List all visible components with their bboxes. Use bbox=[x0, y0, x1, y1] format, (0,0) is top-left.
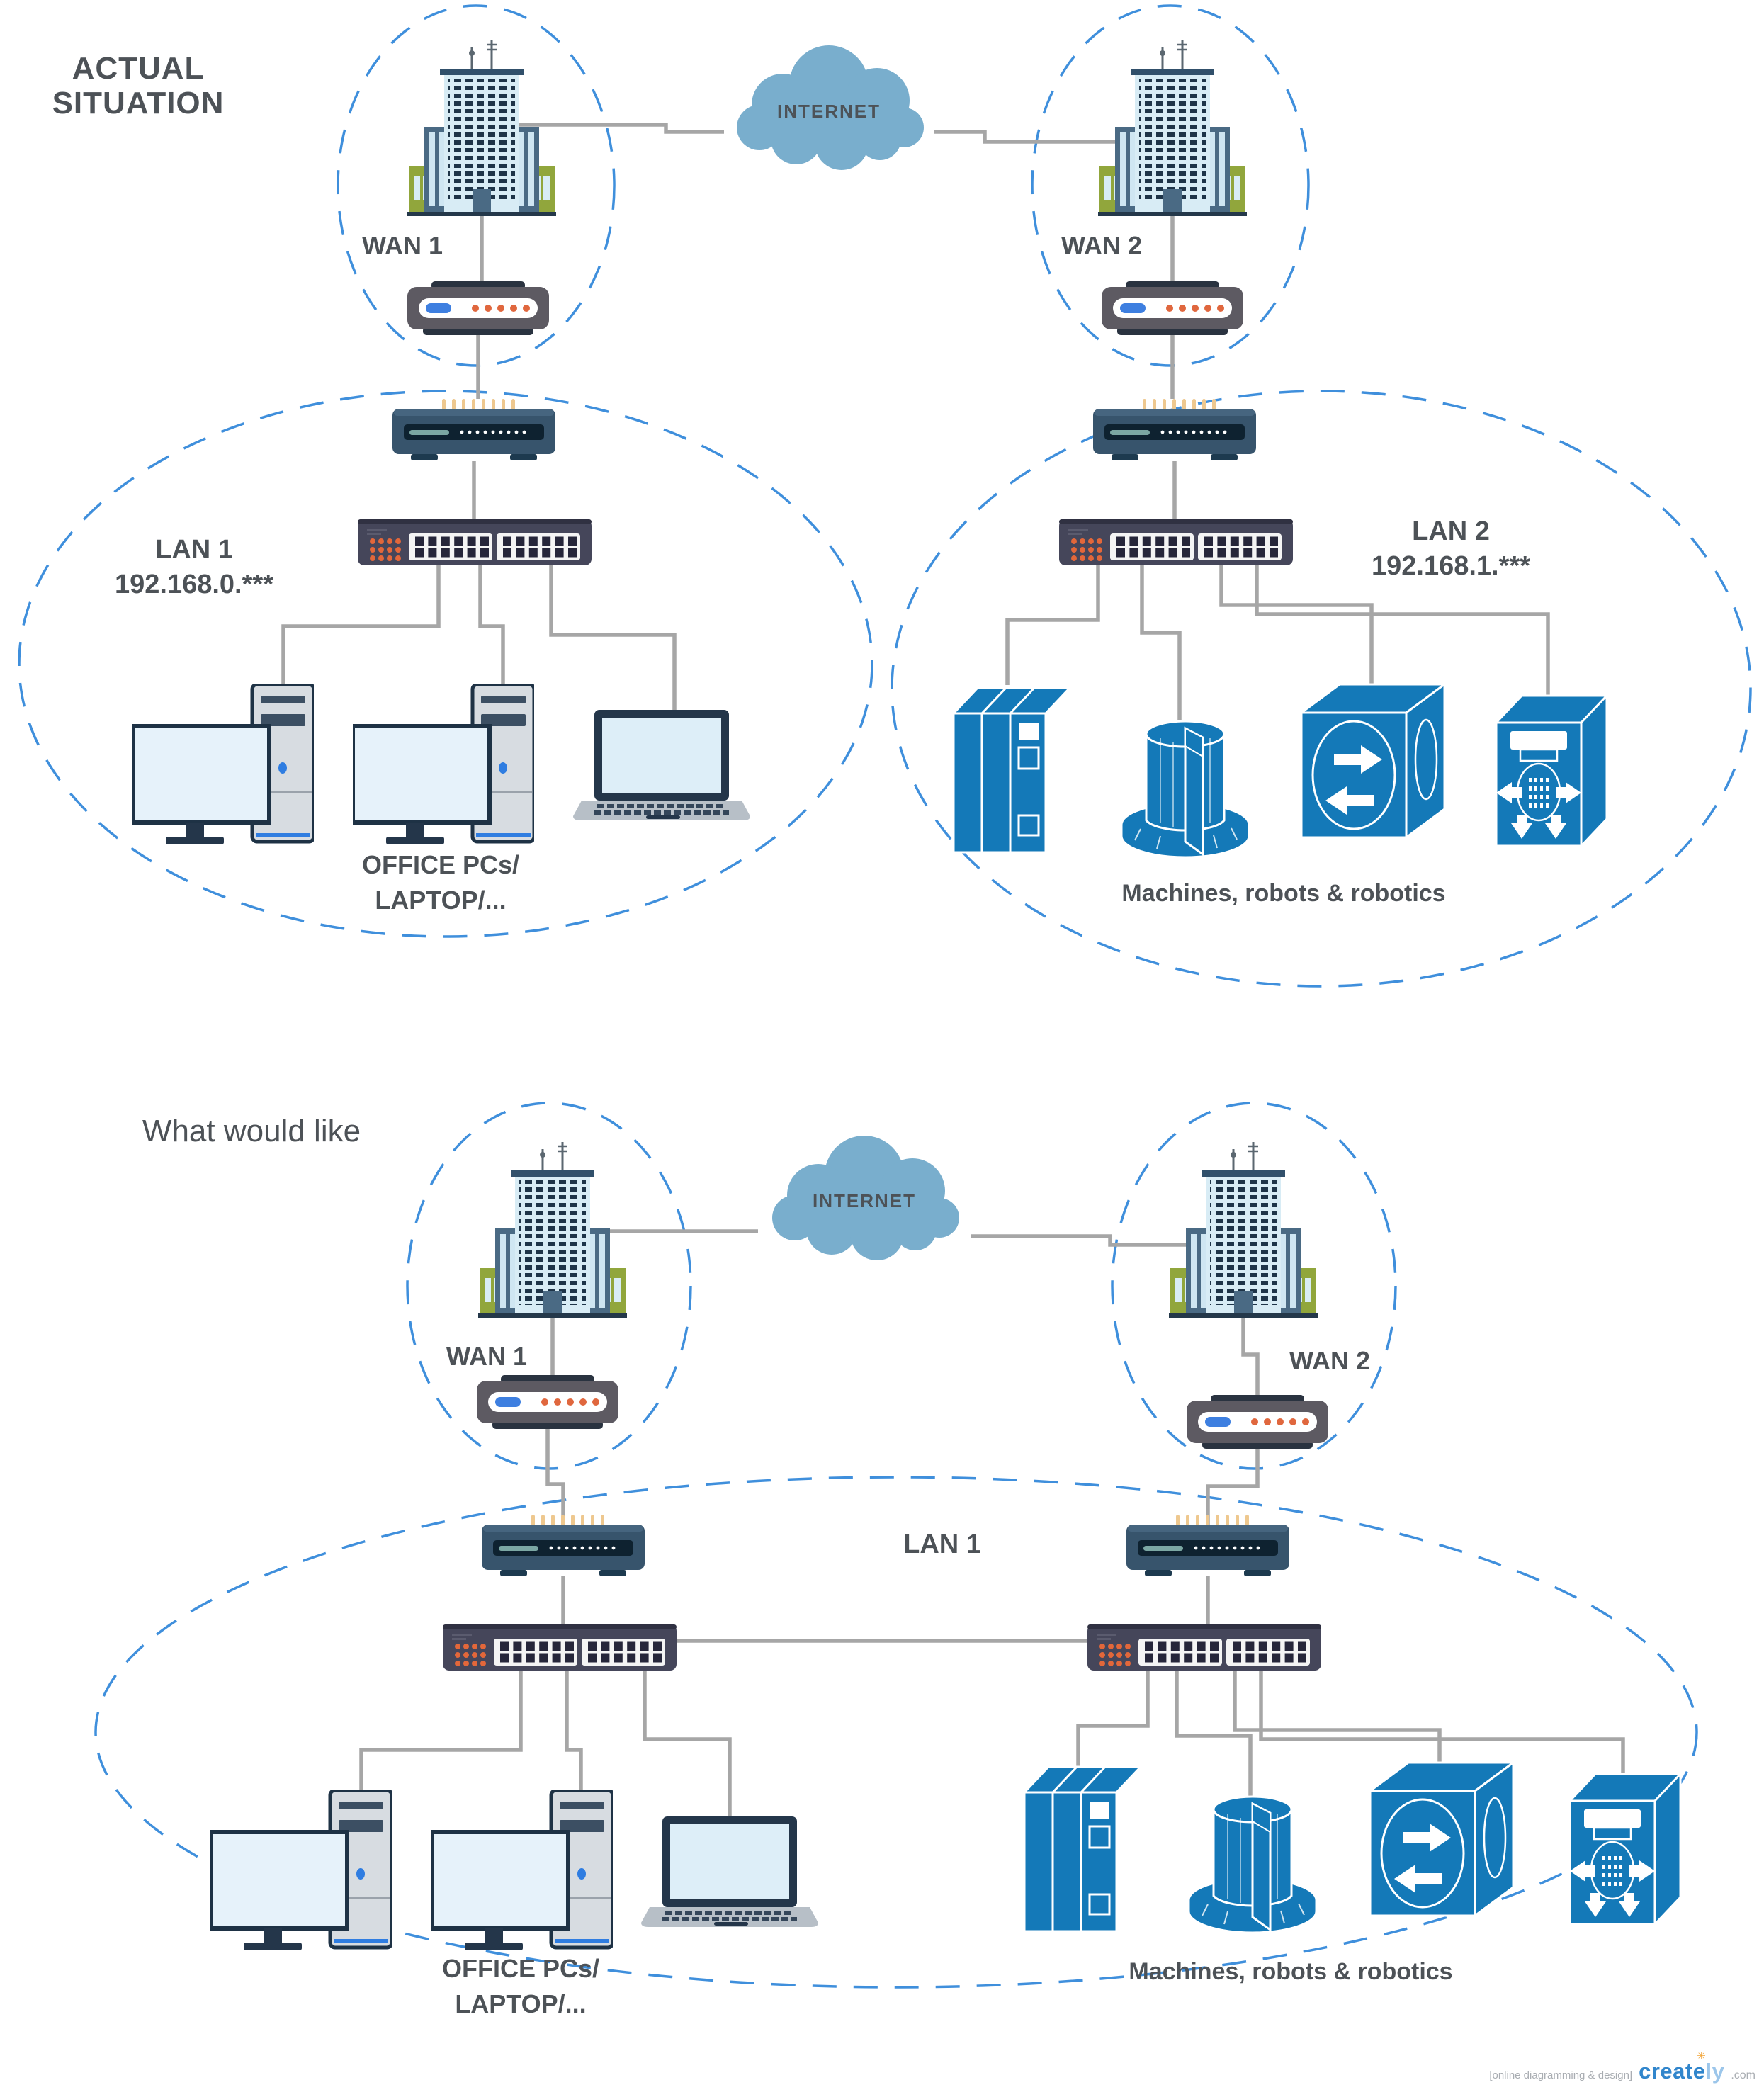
link-building1-internet-top bbox=[519, 123, 724, 134]
machines-label-top: Machines, robots & robotics bbox=[1121, 880, 1446, 907]
wan1-modem-icon-top bbox=[407, 281, 549, 335]
lan2-boundary-top bbox=[891, 390, 1752, 988]
link-switch1-laptop-bottom bbox=[643, 1671, 732, 1816]
office-label-line1-top: OFFICE PCs/ bbox=[361, 850, 520, 879]
creately-logo-tail: ly bbox=[1705, 2059, 1725, 2084]
wan1-building-icon-bottom bbox=[478, 1139, 627, 1318]
boundary-ellipses bbox=[18, 4, 1752, 1989]
internet-label-top: INTERNET bbox=[777, 101, 881, 122]
link-switch2-plc-top bbox=[1005, 565, 1100, 685]
link-internet-building2-bottom bbox=[971, 1234, 1206, 1247]
lan1-switch-icon-top bbox=[358, 519, 592, 565]
wan2-boundary-bottom bbox=[1111, 1102, 1397, 1470]
watermark-tagline: [online diagramming & design] bbox=[1489, 2069, 1633, 2081]
lan1-boundary-bottom bbox=[94, 1476, 1698, 1989]
lan2-label-top: LAN 2 192.168.1.*** bbox=[1372, 514, 1530, 584]
wan2-modem-icon-bottom bbox=[1187, 1395, 1328, 1449]
conveyor-machine-icon-top bbox=[1299, 682, 1447, 857]
desktop-pc-icon-bottom-1 bbox=[210, 1790, 392, 1953]
wan2-boundary-top bbox=[1031, 4, 1310, 367]
connector-lines bbox=[281, 123, 1625, 1816]
robot-machine-icon-top bbox=[1118, 714, 1253, 863]
office-devices-label-top: OFFICE PCs/ LAPTOP/... bbox=[362, 847, 519, 917]
link-switch2-machine4-bottom bbox=[1259, 1671, 1625, 1775]
link-switch2-plc-bottom bbox=[1076, 1671, 1150, 1768]
internet-label-bottom: INTERNET bbox=[813, 1190, 916, 1211]
lan1-switch-icon-bottom-right bbox=[1087, 1624, 1321, 1671]
wan1-building-icon-top bbox=[407, 38, 556, 216]
lan1-router-icon-bottom-right bbox=[1126, 1515, 1289, 1577]
desktop-pc-icon-top-2 bbox=[353, 684, 534, 847]
lan1-router-icon-bottom-left bbox=[482, 1515, 645, 1577]
lan2-router-icon-top bbox=[1093, 399, 1256, 461]
link-switch1-pc1-bottom bbox=[359, 1671, 523, 1790]
lan1-boundary-top bbox=[18, 390, 873, 938]
wan2-modem-icon-top bbox=[1102, 281, 1243, 335]
robotics-controller-icon-bottom bbox=[1568, 1767, 1682, 1931]
robot-machine-icon-bottom bbox=[1185, 1790, 1320, 1938]
sparkle-icon: ✳ bbox=[1697, 2050, 1707, 2062]
creately-watermark: [online diagramming & design] creately✳ … bbox=[1489, 2050, 1755, 2084]
office-label-line1-bottom: OFFICE PCs/ bbox=[441, 1954, 600, 1983]
top-section-title: ACTUAL SITUATION bbox=[52, 51, 225, 121]
link-internet-building2-top bbox=[934, 130, 1138, 144]
link-switch2-machine4-top bbox=[1255, 565, 1550, 697]
link-switch2-robot-bottom bbox=[1175, 1671, 1253, 1811]
link-switch1-pc2-bottom bbox=[565, 1671, 583, 1790]
link-building2-modem2-bottom bbox=[1241, 1318, 1260, 1395]
lan1-subnet-top: 192.168.0.*** bbox=[115, 570, 273, 600]
lan1-label-bottom: LAN 1 bbox=[903, 1530, 981, 1559]
office-devices-label-bottom: OFFICE PCs/ LAPTOP/... bbox=[442, 1951, 599, 2021]
link-switch1-pc1-top bbox=[281, 565, 441, 684]
desktop-pc-icon-top-1 bbox=[132, 684, 314, 847]
wan2-label-bottom: WAN 2 bbox=[1289, 1346, 1371, 1375]
lan2-switch-icon-top bbox=[1059, 519, 1293, 565]
link-modem2-router2-bottom bbox=[1206, 1448, 1260, 1525]
wan2-building-icon-bottom bbox=[1169, 1139, 1318, 1318]
link-switch2-machine3-top bbox=[1219, 565, 1374, 684]
bottom-section-title: What would like bbox=[142, 1114, 361, 1148]
machines-label-bottom: Machines, robots & robotics bbox=[1129, 1958, 1453, 1985]
link-switch1-pc2-top bbox=[478, 565, 505, 684]
lan1-label-top: LAN 1 192.168.0.*** bbox=[115, 533, 273, 603]
plc-machine-icon-top bbox=[948, 684, 1072, 857]
link-modem1-router1-bottom bbox=[545, 1428, 565, 1525]
office-label-line2-bottom: LAPTOP/... bbox=[455, 1989, 587, 2018]
wan2-building-icon-top bbox=[1098, 38, 1247, 216]
link-switch2-robot-top bbox=[1140, 565, 1182, 735]
creately-logo: creately✳ bbox=[1639, 2050, 1725, 2084]
link-switch2-machine3-bottom bbox=[1233, 1671, 1442, 1764]
lan1-switch-icon-bottom-left bbox=[443, 1624, 677, 1671]
wan1-label-bottom: WAN 1 bbox=[446, 1342, 528, 1371]
laptop-icon-top bbox=[573, 710, 750, 829]
wan1-boundary-top bbox=[337, 4, 616, 367]
conveyor-machine-icon-bottom bbox=[1367, 1760, 1516, 1935]
lan2-name-top: LAN 2 bbox=[1412, 516, 1490, 546]
watermark-domain: .com bbox=[1731, 2069, 1755, 2081]
wan1-modem-icon-bottom bbox=[477, 1375, 618, 1429]
plc-machine-icon-bottom bbox=[1019, 1763, 1143, 1936]
creately-logo-main: create bbox=[1639, 2059, 1706, 2084]
lan2-subnet-top: 192.168.1.*** bbox=[1372, 551, 1530, 582]
robotics-controller-icon-top bbox=[1495, 689, 1608, 853]
laptop-icon-bottom bbox=[641, 1816, 818, 1935]
lan1-router-icon-top bbox=[392, 399, 555, 461]
wan1-label-top: WAN 1 bbox=[361, 231, 443, 260]
wan2-label-top: WAN 2 bbox=[1061, 231, 1143, 260]
lan1-name-top: LAN 1 bbox=[155, 535, 233, 565]
link-switch1-laptop-top bbox=[549, 565, 677, 711]
office-label-line2-top: LAPTOP/... bbox=[375, 885, 507, 915]
desktop-pc-icon-bottom-2 bbox=[431, 1790, 613, 1953]
